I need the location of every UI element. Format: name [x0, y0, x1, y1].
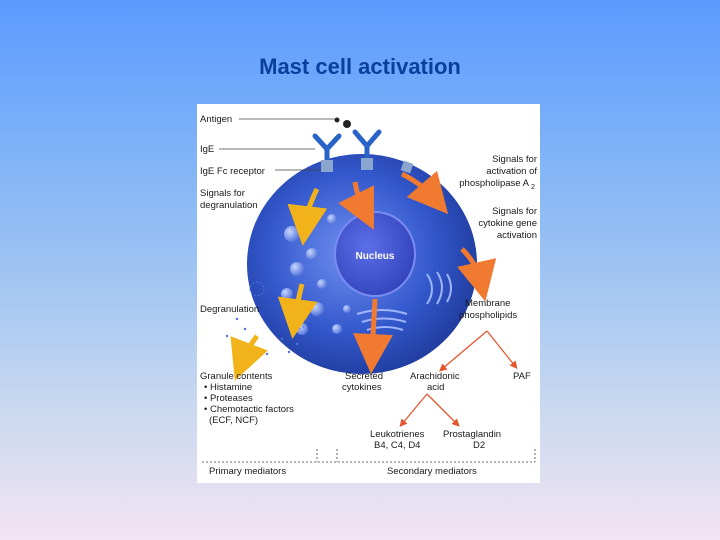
slide-title: Mast cell activation	[259, 54, 461, 79]
mast-cell-diagram: Antigen IgE IgE Fc receptor Signals for …	[197, 104, 540, 483]
label-signals-pla2-1: Signals for	[492, 154, 537, 165]
label-signals-cytokine-1: Signals for	[492, 206, 537, 217]
arrow-to-nucleus	[338, 181, 374, 230]
label-leukotrienes-2: B4, C4, D4	[374, 440, 420, 451]
label-membrane-1: Membrane	[465, 298, 510, 309]
antigen-particle	[343, 120, 351, 128]
label-signals-degranulation-2: degranulation	[200, 200, 258, 211]
label-paf: PAF	[513, 371, 531, 382]
label-signals-pla2-2: activation of	[486, 166, 537, 177]
label-primary-mediators: Primary mediators	[209, 466, 286, 477]
label-ige: IgE	[200, 144, 214, 155]
arrow-degranulation	[277, 283, 318, 339]
label-granule-4: • Chemotactic factors	[204, 404, 294, 415]
arrow-to-membrane	[457, 247, 497, 302]
arrow-degranulation-signal	[287, 187, 328, 246]
label-secondary-mediators: Secondary mediators	[387, 466, 477, 477]
nucleus	[334, 211, 416, 297]
section-separators	[202, 449, 536, 463]
label-prostaglandin-1: Prostaglandin	[443, 429, 501, 440]
label-secreted-2: cytokines	[342, 382, 382, 393]
ige-receptor-complex	[312, 129, 382, 167]
label-antigen: Antigen	[200, 114, 232, 125]
label-signals-cytokine-3: activation	[497, 230, 537, 241]
label-arachidonic-1: Arachidonic	[410, 371, 460, 382]
label-arachidonic-2: acid	[427, 382, 444, 393]
label-signals-pla2-sub: 2	[531, 184, 535, 191]
diagram-svg: Antigen IgE IgE Fc receptor Signals for …	[200, 114, 537, 477]
arrow-nucleus-to-cytokines	[353, 298, 393, 374]
label-degranulation: Degranulation	[200, 304, 259, 315]
arrow-pla2	[400, 170, 449, 215]
label-membrane-2: phospholipids	[459, 310, 517, 321]
label-granule-5: (ECF, NCF)	[209, 415, 258, 426]
label-granule-1: Granule contents	[200, 371, 273, 382]
leader-lines	[219, 118, 335, 171]
label-granule-2: • Histamine	[204, 382, 252, 393]
label-granule-3: • Proteases	[204, 393, 253, 404]
fc-receptors	[321, 158, 414, 174]
label-signals-degranulation-1: Signals for	[200, 188, 245, 199]
arrow-granule-contents	[230, 334, 268, 381]
label-prostaglandin-2: D2	[473, 440, 485, 451]
label-signals-pla2-3: phospholipase A	[459, 178, 529, 189]
label-nucleus: Nucleus	[356, 251, 395, 262]
label-ige-fc-receptor: IgE Fc receptor	[200, 166, 265, 177]
label-leukotrienes-1: Leukotrienes	[370, 429, 425, 440]
golgi	[356, 271, 452, 331]
label-signals-cytokine-2: cytokine gene	[478, 218, 537, 229]
label-secreted-1: Secreted	[345, 371, 383, 382]
mediator-branches	[399, 330, 518, 427]
